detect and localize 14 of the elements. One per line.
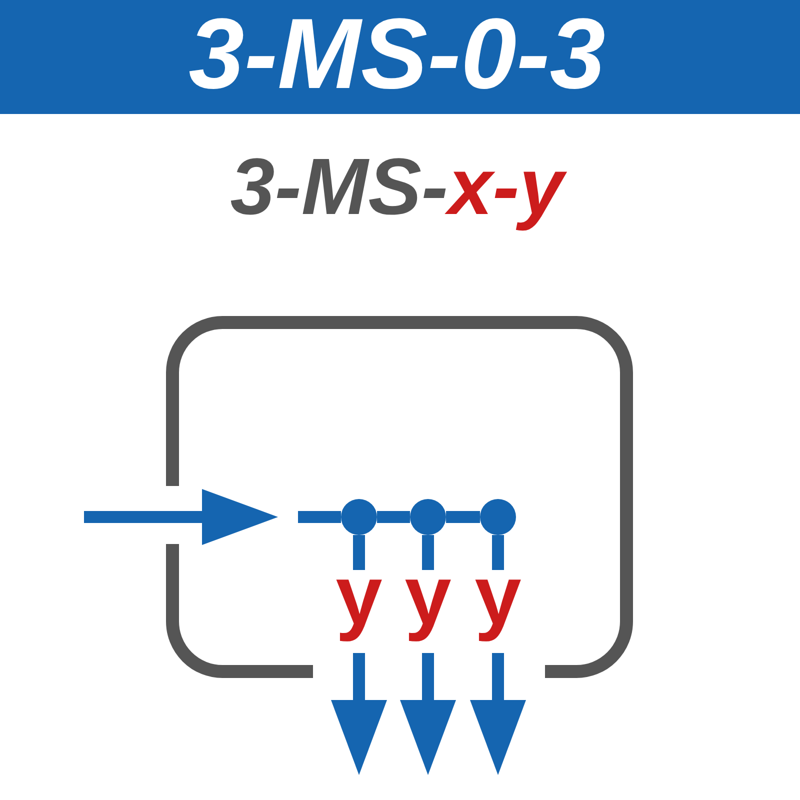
arrow: [470, 653, 526, 775]
connector-line: [298, 511, 341, 523]
connector-line: [353, 535, 365, 570]
title-text: 3-MS-0-3: [188, 4, 606, 104]
output-label: y: [468, 570, 528, 653]
connector-line: [422, 535, 434, 570]
arrow: [400, 653, 456, 775]
output-label: y: [329, 570, 389, 653]
connector-line: [446, 511, 480, 523]
output-label: y: [398, 570, 458, 653]
connector-line: [377, 511, 410, 523]
arrow: [331, 653, 387, 775]
connector-line: [492, 535, 504, 570]
subtitle-text: 3-MS-x-y: [230, 141, 570, 233]
